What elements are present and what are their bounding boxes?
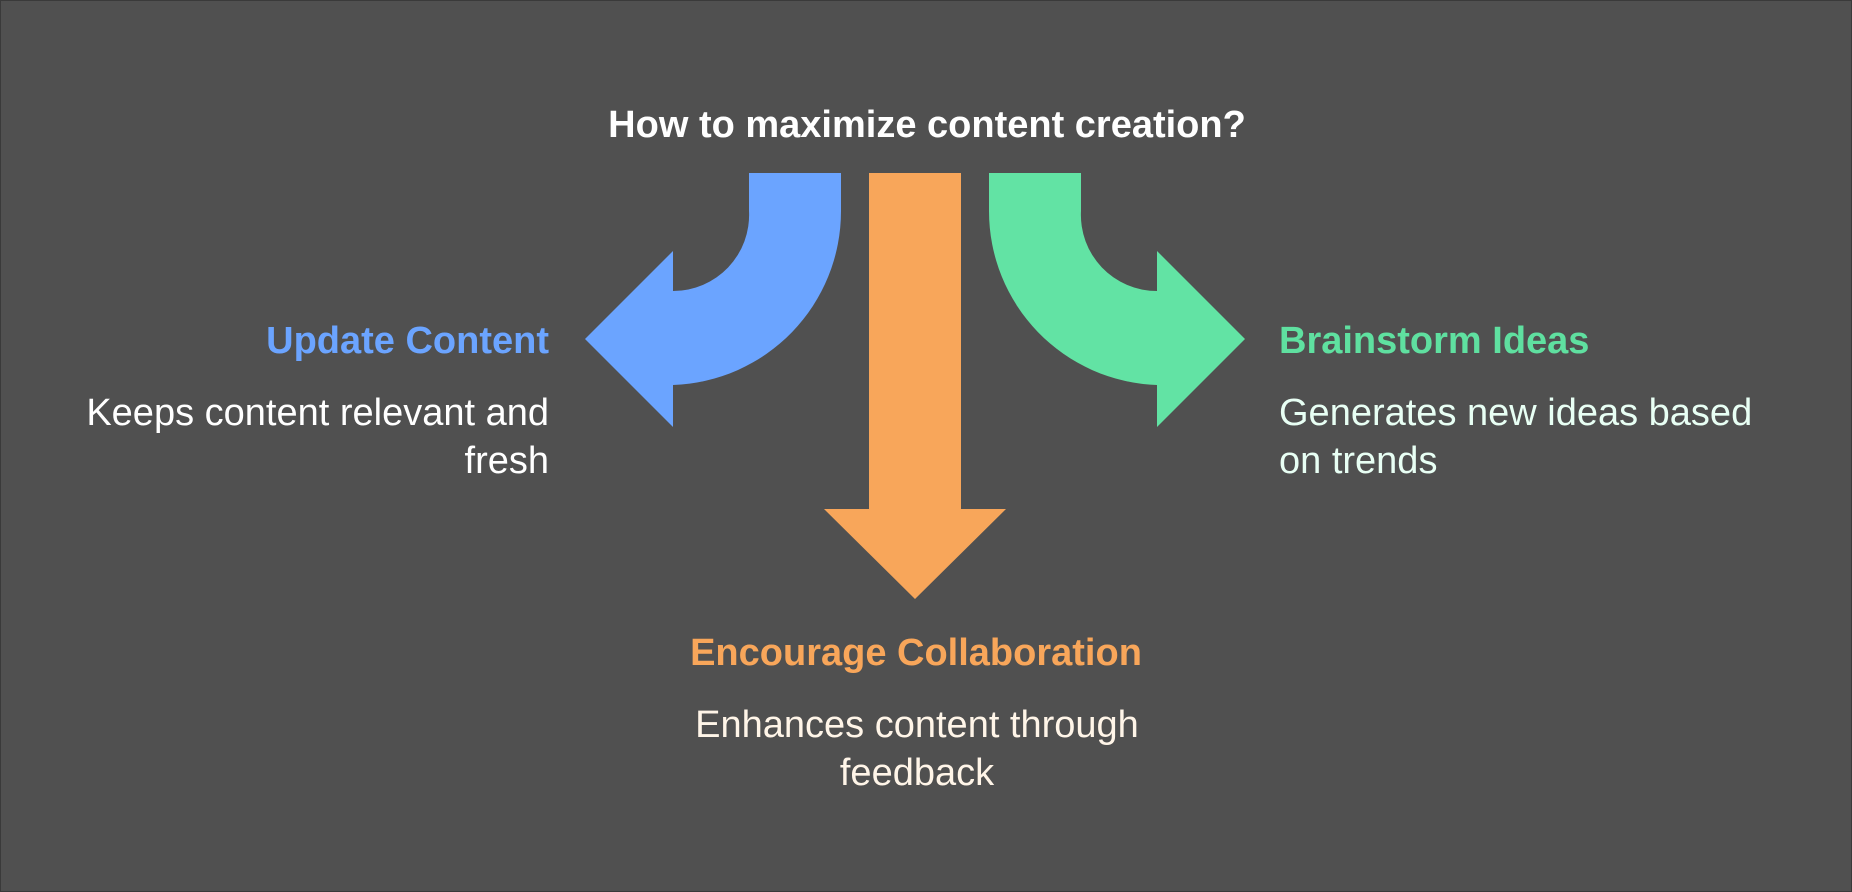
right-curved-arrow [988,173,1245,427]
down-arrow [824,173,1006,599]
left-curved-arrow [585,173,842,427]
encourage-collaboration-description: Enhances content through feedback [695,704,1139,794]
brainstorm-ideas-heading: Brainstorm Ideas [1279,320,1590,362]
update-content-description: Keeps content relevant and fresh [86,392,549,482]
brainstorm-ideas-description: Generates new ideas based on trends [1279,392,1753,482]
diagram-title: How to maximize content creation? [608,104,1246,146]
update-content-heading: Update Content [266,320,549,362]
encourage-collaboration-heading: Encourage Collaboration [690,632,1142,674]
